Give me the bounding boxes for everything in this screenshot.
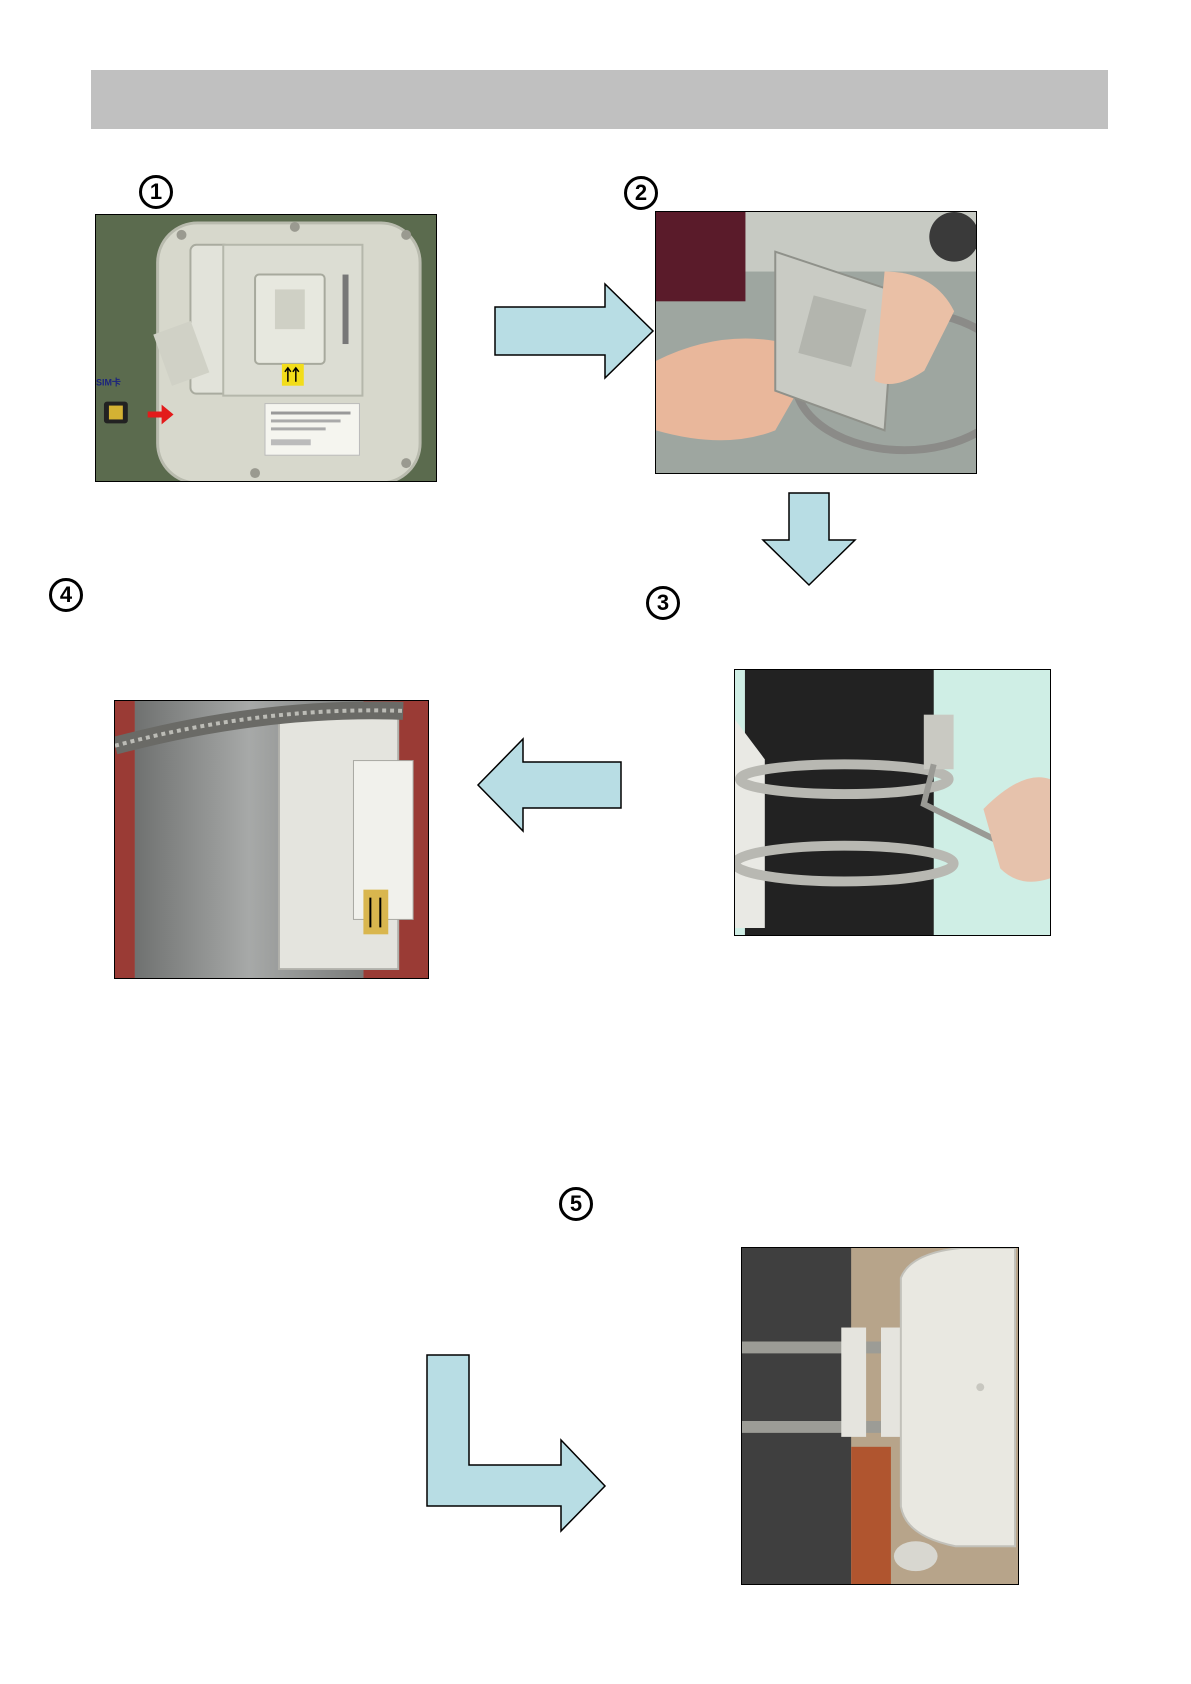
- arrow-left-3-to-4: [476, 737, 623, 833]
- photo-tighten-strap: [734, 669, 1051, 936]
- step-number-4: 4: [49, 578, 83, 612]
- arrow-down-2-to-3: [761, 491, 857, 587]
- photo-device-back-sim: SIM卡: [95, 214, 437, 482]
- arrow-right-1-to-2: [493, 282, 655, 380]
- photo-bracket-on-pole: [114, 700, 429, 979]
- step-number-2: 2: [624, 176, 658, 210]
- sim-card-label: SIM卡: [96, 377, 121, 388]
- photo-device-mounted: [741, 1247, 1019, 1585]
- step-number-1: 1: [139, 175, 173, 209]
- photo-bracket-in-hands: [655, 211, 977, 474]
- step-number-5: 5: [559, 1187, 593, 1221]
- arrow-elbow-to-5: [425, 1353, 607, 1533]
- step-number-3: 3: [646, 586, 680, 620]
- header-bar: [91, 70, 1108, 129]
